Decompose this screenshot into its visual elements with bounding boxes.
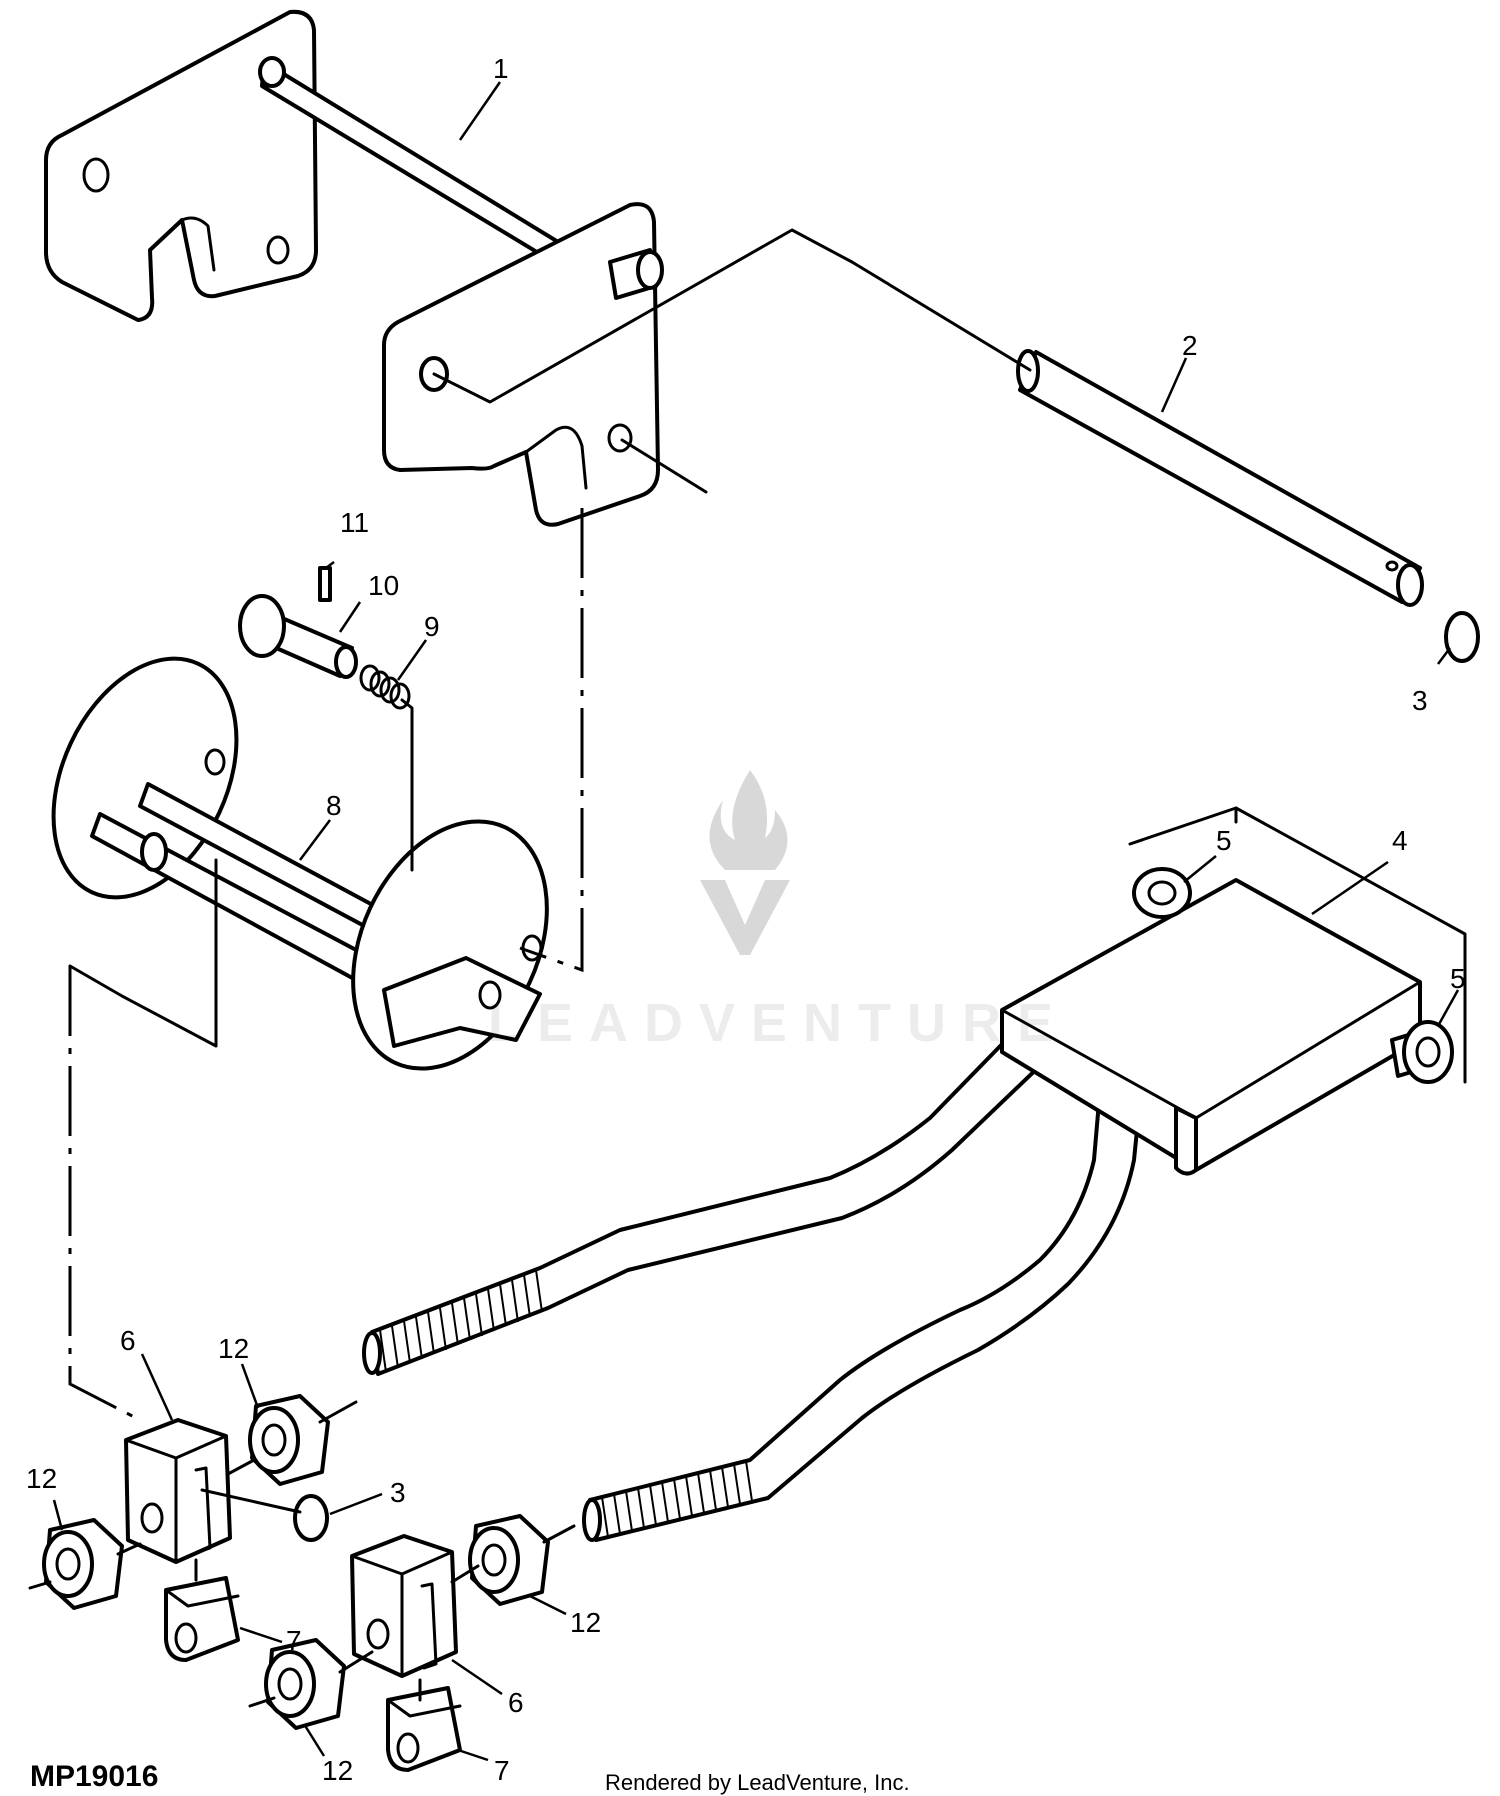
part-12-nut-a — [248, 1394, 330, 1486]
callout-10: 10 — [368, 570, 399, 601]
part-2-pin — [1016, 349, 1424, 607]
callout-12d: 12 — [322, 1755, 353, 1786]
render-credit: Rendered by LeadVenture, Inc. — [605, 1770, 910, 1795]
callout-12a: 12 — [218, 1333, 249, 1364]
callout-2: 2 — [1182, 330, 1198, 361]
callout-3a: 3 — [1412, 685, 1428, 716]
part-10-headed-pin — [238, 594, 358, 679]
callout-5b: 5 — [1450, 963, 1466, 994]
alignment-lines — [28, 228, 1467, 1708]
callout-6a: 6 — [120, 1325, 136, 1356]
leader-lines — [52, 81, 1460, 1762]
callout-12c: 12 — [570, 1607, 601, 1638]
part-12-nut-d — [264, 1638, 346, 1730]
callout-6b: 6 — [508, 1687, 524, 1718]
part-12-nut-c — [468, 1514, 550, 1606]
part-5-bushing-top — [1132, 867, 1192, 919]
leadventure-logo-icon — [700, 770, 790, 955]
part-7-spacer-lower — [386, 1686, 462, 1772]
callout-11: 11 — [340, 507, 369, 538]
watermark-text: LEADVENTURE — [488, 993, 1070, 1053]
part-3-ring-clip-lower — [293, 1494, 329, 1542]
figure-id: MP19016 — [30, 1760, 159, 1793]
part-6-clevis-lower — [350, 1534, 458, 1678]
callout-7a: 7 — [286, 1625, 302, 1656]
part-12-nut-b — [42, 1518, 124, 1610]
callout-1: 1 — [493, 53, 509, 84]
callout-9: 9 — [424, 611, 440, 642]
callout-4: 4 — [1392, 825, 1408, 856]
part-8-axle-discs — [51, 656, 549, 1071]
part-3-ring-clip — [1444, 611, 1480, 663]
part-5-bushing-right — [1390, 1020, 1454, 1084]
part-4-yoke-rods — [362, 878, 1422, 1542]
callout-8: 8 — [326, 790, 342, 821]
part-1-lift-frame — [44, 9, 664, 527]
callout-7b: 7 — [494, 1755, 510, 1786]
callout-3b: 3 — [390, 1477, 406, 1508]
part-11-spring-pin — [318, 566, 332, 602]
callout-12b: 12 — [26, 1463, 57, 1494]
part-7-spacer-upper — [164, 1576, 240, 1662]
part-9-spring — [359, 664, 411, 710]
callout-5a: 5 — [1216, 825, 1232, 856]
part-6-clevis-upper — [124, 1418, 232, 1564]
